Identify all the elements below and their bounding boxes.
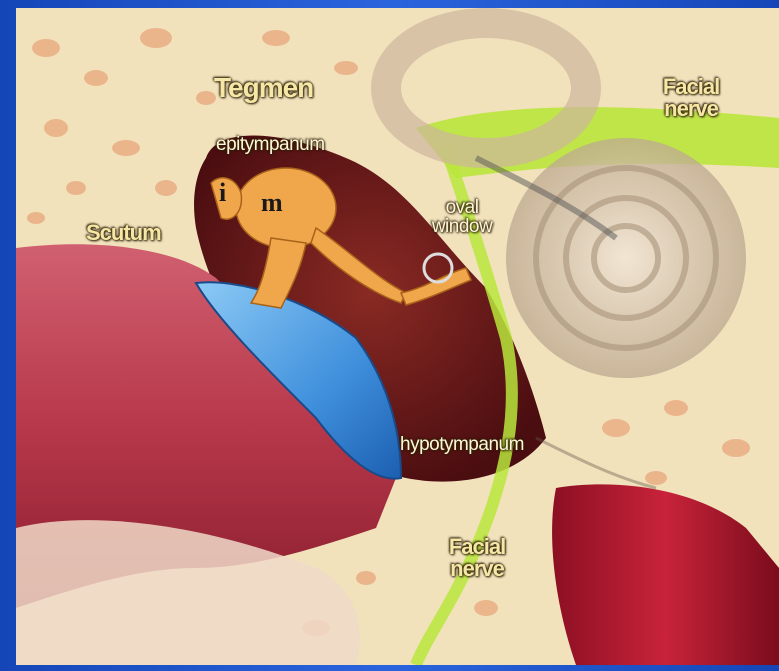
label-epitympanum: epitympanum — [216, 135, 325, 154]
label-facial-nerve-bottom-line2: nerve — [422, 558, 532, 580]
label-oval-window-line1: oval — [412, 198, 512, 217]
ear-anatomy-illustration: Tegmen epitympanum Scutum i m oval windo… — [16, 8, 779, 665]
label-facial-nerve-bottom-line1: Facial — [422, 536, 532, 558]
label-incus: i — [219, 180, 226, 206]
label-facial-nerve-bottom: Facial nerve — [422, 536, 532, 580]
label-oval-window-line2: window — [412, 217, 512, 236]
label-malleus: m — [261, 190, 283, 216]
label-facial-nerve-top-line1: Facial — [636, 76, 746, 98]
label-hypotympanum: hypotympanum — [400, 435, 524, 454]
label-facial-nerve-top: Facial nerve — [636, 76, 746, 120]
label-scutum: Scutum — [86, 222, 161, 244]
label-facial-nerve-top-line2: nerve — [636, 98, 746, 120]
label-tegmen: Tegmen — [214, 74, 313, 102]
label-oval-window: oval window — [412, 198, 512, 236]
